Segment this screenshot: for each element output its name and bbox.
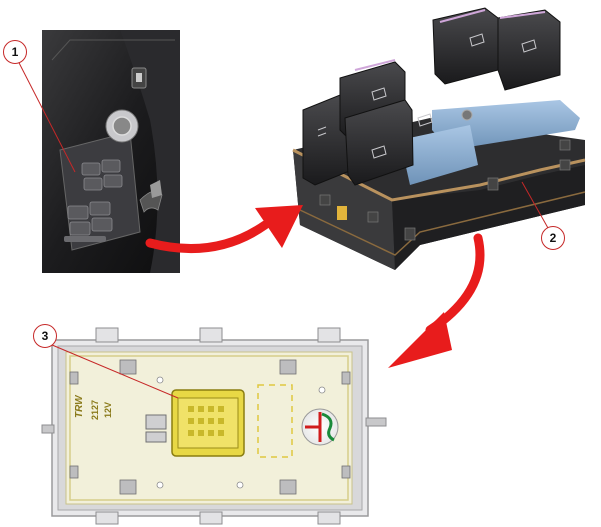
callout-leader	[14, 54, 76, 173]
pcb-voltage: 12V	[103, 401, 113, 418]
window-switch-module	[292, 7, 586, 270]
pcb-code: 2127	[90, 399, 100, 420]
callout-leader	[521, 181, 549, 229]
callout-2: 2	[541, 226, 565, 250]
pcb-board	[41, 327, 387, 525]
curved-arrow	[145, 205, 303, 254]
alfa-romeo-logo	[301, 408, 339, 446]
pcb-brand: TRW	[74, 395, 85, 418]
callout-leader	[44, 341, 179, 399]
door-panel-photo	[42, 30, 180, 273]
callout-3: 3	[33, 324, 57, 348]
callout-1: 1	[3, 40, 27, 64]
curved-arrow	[388, 233, 485, 368]
